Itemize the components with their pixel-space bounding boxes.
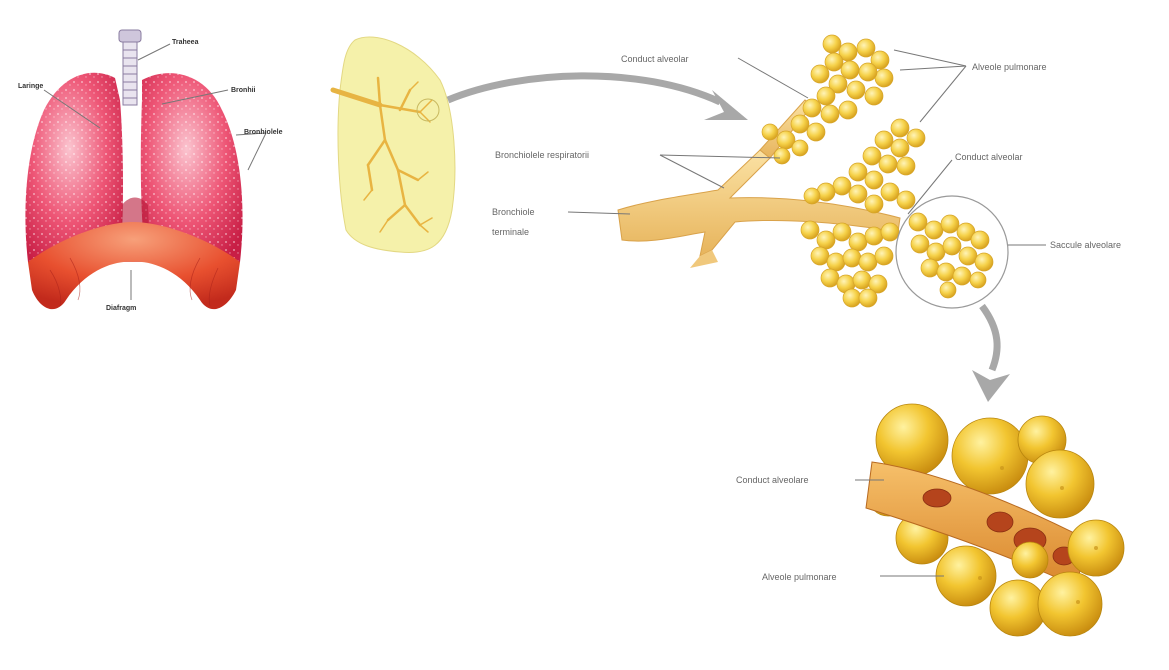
larynx	[119, 30, 141, 42]
trachea-label: Traheea	[172, 39, 199, 46]
alveolus	[1012, 542, 1048, 578]
zoom-pulmonary-alveoli-label: Alveole pulmonare	[762, 572, 837, 582]
alveolar-sac-label: Saccule alveolare	[1050, 240, 1121, 250]
alveolus	[990, 580, 1046, 636]
zoom-alveolar-duct-label: Conduct alveolare	[736, 475, 809, 485]
terminal-bronchiole-label-line1: Bronchiole	[492, 207, 535, 217]
alveolus	[936, 546, 996, 606]
lungs-illustration	[25, 30, 242, 309]
alveolus	[1038, 572, 1102, 636]
larynx-label: Laringe	[18, 83, 43, 90]
bronchus-label: Bronhii	[231, 87, 256, 94]
alveolus	[1026, 450, 1094, 518]
zoom-arrow-down	[972, 306, 1010, 402]
alveolar-duct-mid-label: Conduct alveolar	[955, 152, 1023, 162]
terminal-bronchiole-label-line2: terminale	[492, 227, 529, 237]
trachea	[123, 35, 137, 105]
zoom-arrow-right	[448, 76, 748, 120]
alveolar-duct-top-label: Conduct alveolar	[621, 54, 689, 64]
pulmonary-alveoli-label: Alveole pulmonare	[972, 62, 1047, 72]
bronchioles-label: Bronhiolele	[244, 129, 283, 136]
diaphragm-label: Diafragm	[106, 305, 136, 312]
lung-lobe-illustration	[333, 37, 455, 253]
alveolus	[952, 418, 1028, 494]
respiratory-bronchioles-label: Bronchiolele respiratorii	[495, 150, 589, 160]
alveoli-zoom-illustration	[866, 404, 1124, 636]
lung-lobe	[338, 37, 455, 253]
